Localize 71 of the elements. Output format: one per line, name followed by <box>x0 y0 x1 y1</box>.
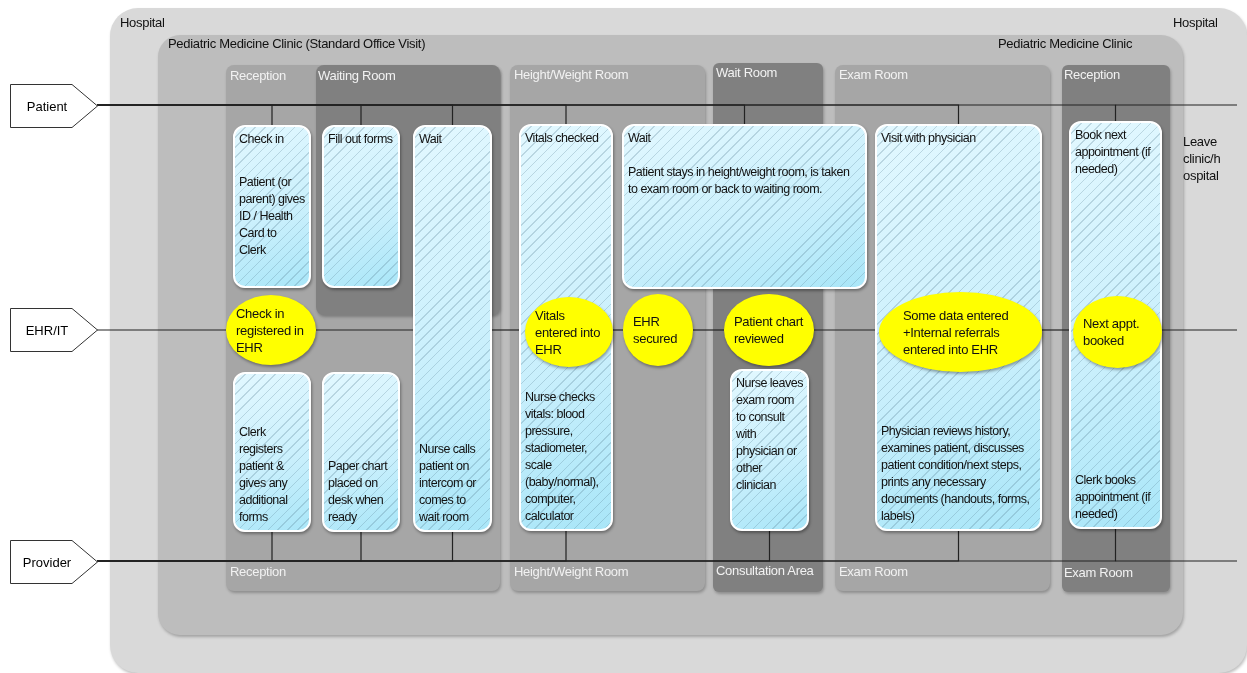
step-text: Patient stays in height/weight room, is taken to exam room or back to waiting room. <box>628 164 851 198</box>
area-band <box>110 8 1247 673</box>
step-box <box>322 372 400 532</box>
area-label: Hospital <box>1173 15 1218 30</box>
step-text: Clerk registers patient & gives any additional forms <box>239 424 289 526</box>
step-text: Physician reviews history, examines patient, discusses patient condition/next steps, prints any necessary documents (handouts, forms, labels) <box>881 423 1031 525</box>
step-box <box>233 125 311 288</box>
step-text: Nurse leaves exam room to consult with physician or other clinician <box>736 375 803 494</box>
connector-line <box>813 329 878 331</box>
lane-label <box>10 308 98 352</box>
ehr-ellipse <box>1073 296 1162 368</box>
ehr-text: Patient chart reviewed <box>734 313 804 347</box>
area-label: Height/Weight Room <box>514 67 629 82</box>
step-text: Book next appointment (if needed) <box>1075 127 1152 178</box>
area-label: Height/Weight Room <box>514 564 629 579</box>
step-text: Fill out forms <box>328 131 394 148</box>
connector-line <box>1039 329 1072 331</box>
step-text: Paper chart placed on desk when ready <box>328 458 389 526</box>
connector-line <box>610 329 624 331</box>
step-text: Nurse checks vitals: blood pressure, stadiometer, scale (baby/normal), computer, calculator <box>525 389 600 525</box>
step-text: Nurse calls patient on intercom or comes to wait room <box>419 441 478 526</box>
step-box <box>875 124 1042 531</box>
connector-line <box>692 329 725 331</box>
step-box <box>1069 121 1162 529</box>
area-label: Exam Room <box>839 67 908 82</box>
step-box <box>322 125 400 288</box>
area-band <box>1062 65 1170 592</box>
area-label: Hospital <box>120 15 165 30</box>
step-box <box>233 372 311 532</box>
step-text: Clerk books appointment (if needed) <box>1075 472 1152 523</box>
area-label: Exam Room <box>1064 565 1133 580</box>
ehr-text: EHR secured <box>633 313 679 347</box>
area-label: Wait Room <box>716 65 778 80</box>
area-label: Consultation Area <box>716 563 814 578</box>
step-text: Patient (or parent) gives ID / Health Card to Clerk <box>239 174 305 259</box>
area-label: Exam Room <box>839 564 908 579</box>
step-box <box>519 124 613 531</box>
lane-name: EHR/IT <box>25 322 69 338</box>
step-text: Wait <box>628 130 652 147</box>
step-text: Vitals checked <box>525 130 600 147</box>
area-label: Reception <box>1064 67 1120 82</box>
ehr-ellipse <box>623 294 693 366</box>
ehr-text: Next appt. booked <box>1083 315 1141 349</box>
area-band <box>226 65 500 591</box>
area-label: Pediatric Medicine Clinic (Standard Office Visit) <box>168 36 426 51</box>
step-box <box>730 369 809 531</box>
lane-label <box>10 84 98 128</box>
step-box <box>413 125 492 532</box>
lane-name: Provider <box>22 554 72 570</box>
ehr-text: Check in registered in EHR <box>236 304 305 356</box>
area-label: Reception <box>230 564 286 579</box>
ehr-ellipse <box>724 294 814 366</box>
area-band <box>158 35 1183 635</box>
ehr-ellipse <box>879 292 1042 372</box>
lane-name: Patient <box>26 98 68 114</box>
ehr-ellipse <box>525 297 613 367</box>
ehr-ellipse <box>226 295 316 365</box>
area-label: Pediatric Medicine Clinic <box>998 36 1133 51</box>
ehr-text: Some data entered +Internal referrals entered into EHR <box>903 306 1010 358</box>
step-text: Wait <box>419 131 443 148</box>
step-box <box>622 124 867 289</box>
connector-line <box>315 329 414 331</box>
note-text: Leave clinic/hospital <box>1183 133 1222 184</box>
step-text: Visit with physician <box>881 130 977 147</box>
area-label: Waiting Room <box>318 68 396 83</box>
step-text: Check in <box>239 131 285 148</box>
ehr-text: Vitals entered into EHR <box>535 306 602 358</box>
area-label: Reception <box>230 68 286 83</box>
connector-line <box>96 329 227 331</box>
area-band <box>316 65 500 315</box>
lane-label <box>10 540 98 584</box>
